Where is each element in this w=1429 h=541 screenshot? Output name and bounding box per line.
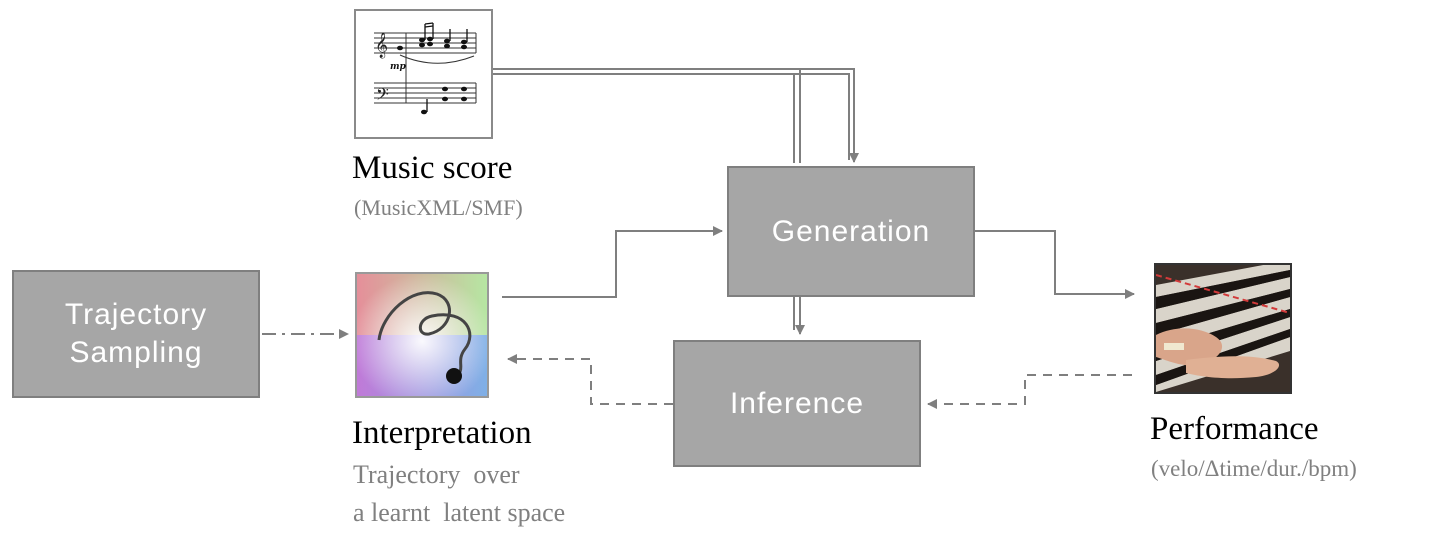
svg-text:𝄞: 𝄞: [375, 32, 388, 58]
dynamic-mark: mp: [390, 62, 407, 72]
svg-text:𝄢: 𝄢: [376, 84, 389, 108]
sheet-music-icon: 𝄞 𝄢 mp: [354, 9, 493, 139]
performance-subtitle: (velo/Δtime/dur./bpm): [1151, 456, 1357, 481]
music-score-subtitle: (MusicXML/SMF): [354, 195, 523, 220]
trajectory-sampling-box: Trajectory Sampling: [12, 270, 260, 398]
interpretation-to-generation-arrow: [502, 226, 723, 298]
interpretation-subtitle-line1: Trajectory over: [353, 460, 520, 489]
latent-space-trajectory-icon: [355, 272, 489, 398]
inference-label: Inference: [729, 386, 865, 420]
generation-to-performance-arrow: [975, 230, 1135, 299]
sheet-music-drawing: 𝄞 𝄢 mp: [374, 22, 477, 115]
performance-to-inference-arrow: [927, 374, 1132, 409]
interpretation-subtitle-line2: a learnt latent space: [353, 498, 566, 527]
latent-space-drawing: [357, 274, 487, 396]
interpretation-title: Interpretation: [352, 415, 532, 451]
score-to-generation-arrow-inner: [493, 73, 850, 160]
generation-box: Generation: [727, 166, 975, 297]
piano-hands-drawing: [1156, 265, 1290, 392]
performance-title: Performance: [1150, 411, 1319, 447]
inference-box: Inference: [673, 340, 921, 467]
music-score-title: Music score: [352, 150, 513, 186]
trajectory-sampling-label: Trajectory Sampling: [64, 298, 208, 369]
score-to-generation-arrow: [493, 68, 859, 163]
generation-label: Generation: [771, 214, 931, 248]
piano-hands-photo: [1154, 263, 1292, 394]
inference-to-interpretation-arrow: [507, 354, 673, 405]
